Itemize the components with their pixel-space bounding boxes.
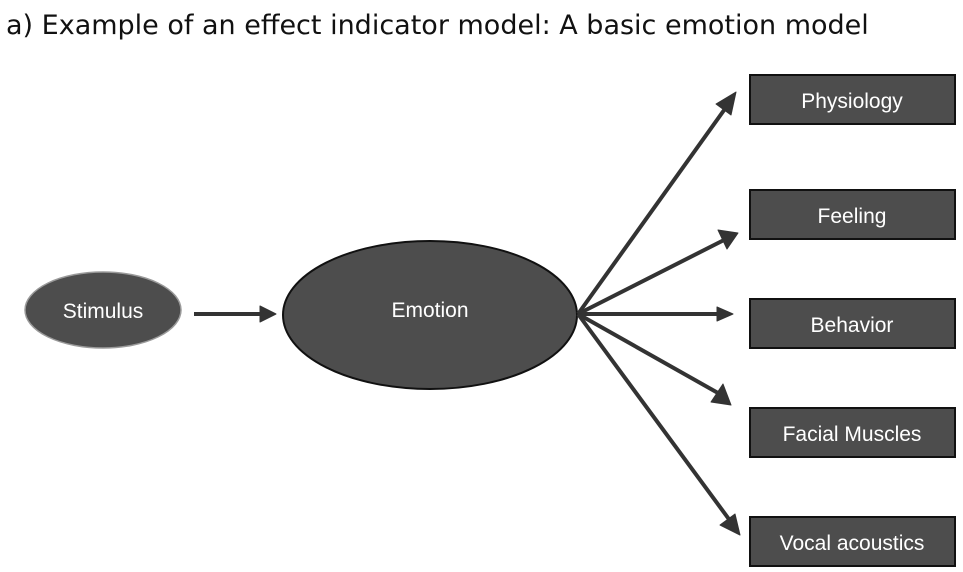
output-label-behavior: Behavior <box>811 314 894 337</box>
output-label-vocal-acoustics: Vocal acoustics <box>780 532 925 555</box>
output-box-facial-muscles: Facial Muscles <box>749 407 956 458</box>
output-label-physiology: Physiology <box>801 90 903 113</box>
output-box-vocal-acoustics: Vocal acoustics <box>749 516 956 567</box>
stimulus-label: Stimulus <box>63 300 144 323</box>
arrow-emotion-to-facial-muscles <box>577 312 732 406</box>
output-box-behavior: Behavior <box>749 298 956 349</box>
output-label-feeling: Feeling <box>818 205 887 228</box>
emotion-node: Emotion <box>282 240 578 390</box>
arrow-emotion-to-behavior <box>578 306 734 322</box>
output-box-feeling: Feeling <box>749 189 956 240</box>
emotion-label: Emotion <box>391 299 468 322</box>
diagram-title: a) Example of an effect indicator model:… <box>6 10 869 41</box>
arrow-emotion-to-physiology <box>576 91 737 316</box>
output-box-physiology: Physiology <box>749 74 956 125</box>
stimulus-node: Stimulus <box>24 271 182 349</box>
arrow-emotion-to-feeling <box>577 229 739 316</box>
arrow-emotion-to-vocal-acoustics <box>576 312 741 536</box>
arrow-stimulus-to-emotion <box>194 305 277 323</box>
output-label-facial-muscles: Facial Muscles <box>783 423 922 446</box>
